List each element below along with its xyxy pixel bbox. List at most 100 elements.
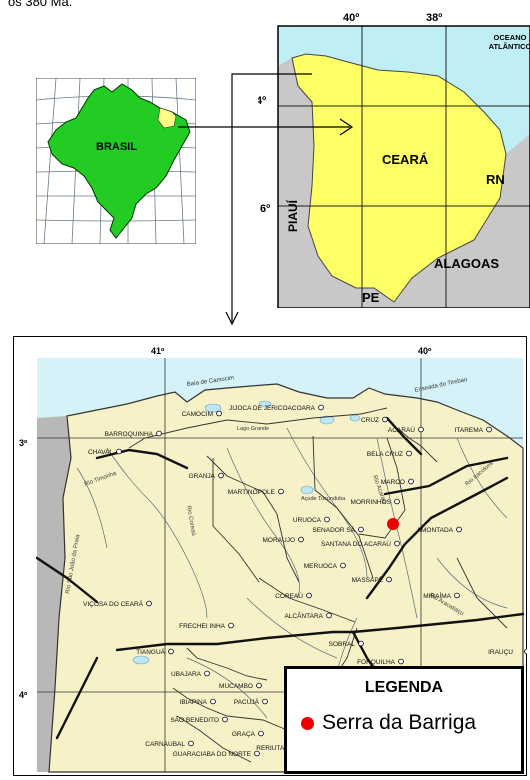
lat-label-4: 4º — [258, 95, 266, 107]
city-13: AMONTADA — [417, 526, 462, 534]
city-label: RERIUTABA — [256, 745, 293, 752]
city-label: MIRAÍMA — [423, 591, 451, 600]
city-29: MUCAMBO — [219, 682, 262, 690]
ceara-highlight — [157, 107, 177, 129]
detail-lakes — [132, 400, 361, 665]
city-marker-icon — [394, 498, 400, 505]
city-label: SOBRAL — [329, 641, 356, 648]
city-marker-icon — [168, 648, 174, 655]
city-label: FORQUILHA — [357, 659, 396, 666]
city-12: URUOCA — [293, 516, 330, 524]
city-24: SOBRAL — [329, 640, 364, 648]
city-label: PACUJÁ — [234, 697, 260, 706]
city-marker-icon — [418, 426, 424, 433]
ceara-regional-map: 40º 38º 4º 6º OCEANO ATLÂNTICO CEARÁ RN … — [258, 12, 530, 308]
city-23: FRECHEI INHA — [179, 622, 234, 630]
city-31: PACUJÁ — [234, 697, 268, 706]
city-27: TIANGUÁ — [136, 647, 174, 656]
city-32: SÃO BENEDITO — [170, 715, 228, 724]
city-15: SANTANA DO ACARAÚ — [321, 539, 400, 548]
detail-lon-40: 40º — [418, 346, 432, 356]
city-5: BARROQUINHA — [105, 430, 162, 438]
city-17: MERUOCA — [304, 562, 346, 570]
city-label: ITAREMA — [455, 427, 484, 434]
city-label: BELA CRUZ — [367, 451, 403, 458]
city-label: CHAVAL — [88, 449, 113, 456]
neighbor-states — [278, 58, 530, 308]
city-3: ACARAÚ — [388, 425, 424, 434]
city-label: ACARAÚ — [388, 425, 415, 434]
city-10: MARTINÓPOLE — [228, 487, 284, 496]
city-19: MIRAÍMA — [423, 591, 460, 600]
city-label: JIJOCA DE JERICOACOARA — [229, 405, 316, 412]
city-4: ITAREMA — [455, 426, 492, 434]
city-marker-icon — [394, 540, 400, 547]
city-label: IRAUÇU — [488, 649, 513, 656]
city-8: BELA CRUZ — [367, 450, 412, 458]
ocean-label-line1: OCEANO — [494, 33, 527, 42]
city-6: CHAVAL — [88, 448, 122, 456]
city-marker-icon — [216, 410, 222, 417]
city-marker-icon — [326, 612, 332, 619]
city-marker-icon — [188, 740, 194, 747]
city-marker-icon — [386, 576, 392, 583]
city-marker-icon — [256, 682, 262, 689]
city-20: VIÇOSA DO CEARÁ — [83, 599, 152, 608]
detail-lat-4: 4º — [19, 690, 28, 700]
city-label: MERUOCA — [304, 563, 338, 570]
brazil-shape — [47, 83, 191, 239]
city-9: MARCO — [381, 478, 414, 486]
city-label: COREAÚ — [275, 591, 303, 600]
rn-label: RN — [486, 172, 505, 187]
lat-label-6: 6º — [260, 203, 270, 215]
city-33: GRAÇA — [232, 730, 264, 738]
city-21: COREAÚ — [275, 591, 312, 600]
city-label: GUARACIABA DO NORTE — [173, 751, 252, 758]
city-marker-icon — [146, 600, 152, 607]
city-marker-icon — [456, 526, 462, 533]
city-label: BARROQUINHA — [105, 431, 154, 438]
detail-lon-41: 41º — [151, 346, 165, 356]
pe-label: PE — [362, 290, 380, 305]
city-30: IBIAPINA — [180, 698, 216, 706]
city-22: ALCÂNTARA — [284, 611, 332, 620]
city-label: TIANGUÁ — [136, 647, 166, 656]
legend-item: Serra da Barriga — [301, 711, 476, 735]
city-marker-icon — [524, 648, 527, 655]
city-label: SÃO BENEDITO — [170, 715, 219, 724]
city-7: GRANJA — [189, 472, 224, 480]
lon-label-40: 40º — [343, 12, 359, 24]
city-label: ALCÂNTARA — [284, 611, 323, 620]
city-marker-icon — [258, 730, 264, 737]
city-label: MORAUJO — [263, 537, 296, 544]
city-marker-icon — [204, 670, 210, 677]
ocean-label-line2: ATLÂNTICO — [489, 42, 530, 51]
city-26: IRAUÇU — [488, 648, 527, 656]
city-2: CRUZ — [361, 416, 388, 424]
city-label: FRECHEI INHA — [179, 623, 226, 630]
city-marker-icon — [324, 516, 330, 523]
city-16: MORAUJO — [263, 536, 304, 544]
city-28: UBAJARA — [171, 670, 210, 678]
city-marker-icon — [222, 716, 228, 723]
city-label: URUOCA — [293, 517, 322, 524]
city-35: CARNAUBAL — [145, 740, 194, 748]
city-marker-icon — [408, 478, 414, 485]
city-marker-icon — [116, 448, 122, 455]
lake-lago-grande: Lago Grande — [237, 426, 269, 432]
brazil-label: BRASIL — [96, 141, 137, 153]
city-label: SANTANA DO ACARAÚ — [321, 539, 391, 548]
city-marker-icon — [156, 430, 162, 437]
city-marker-icon — [382, 416, 388, 423]
detail-main-roads — [35, 416, 525, 740]
city-label: CRUZ — [361, 417, 379, 424]
city-marker-icon — [358, 640, 364, 647]
caption-fragment: os 380 Ma. — [8, 0, 73, 9]
city-36: GUARACIABA DO NORTE — [173, 750, 260, 758]
city-label: GRANJA — [189, 473, 216, 480]
city-label: CARNAUBAL — [145, 741, 185, 748]
city-label: MUCAMBO — [219, 683, 253, 690]
alagoas-label: ALAGOAS — [434, 256, 499, 271]
brazil-inset-map: BRASIL — [36, 78, 196, 244]
